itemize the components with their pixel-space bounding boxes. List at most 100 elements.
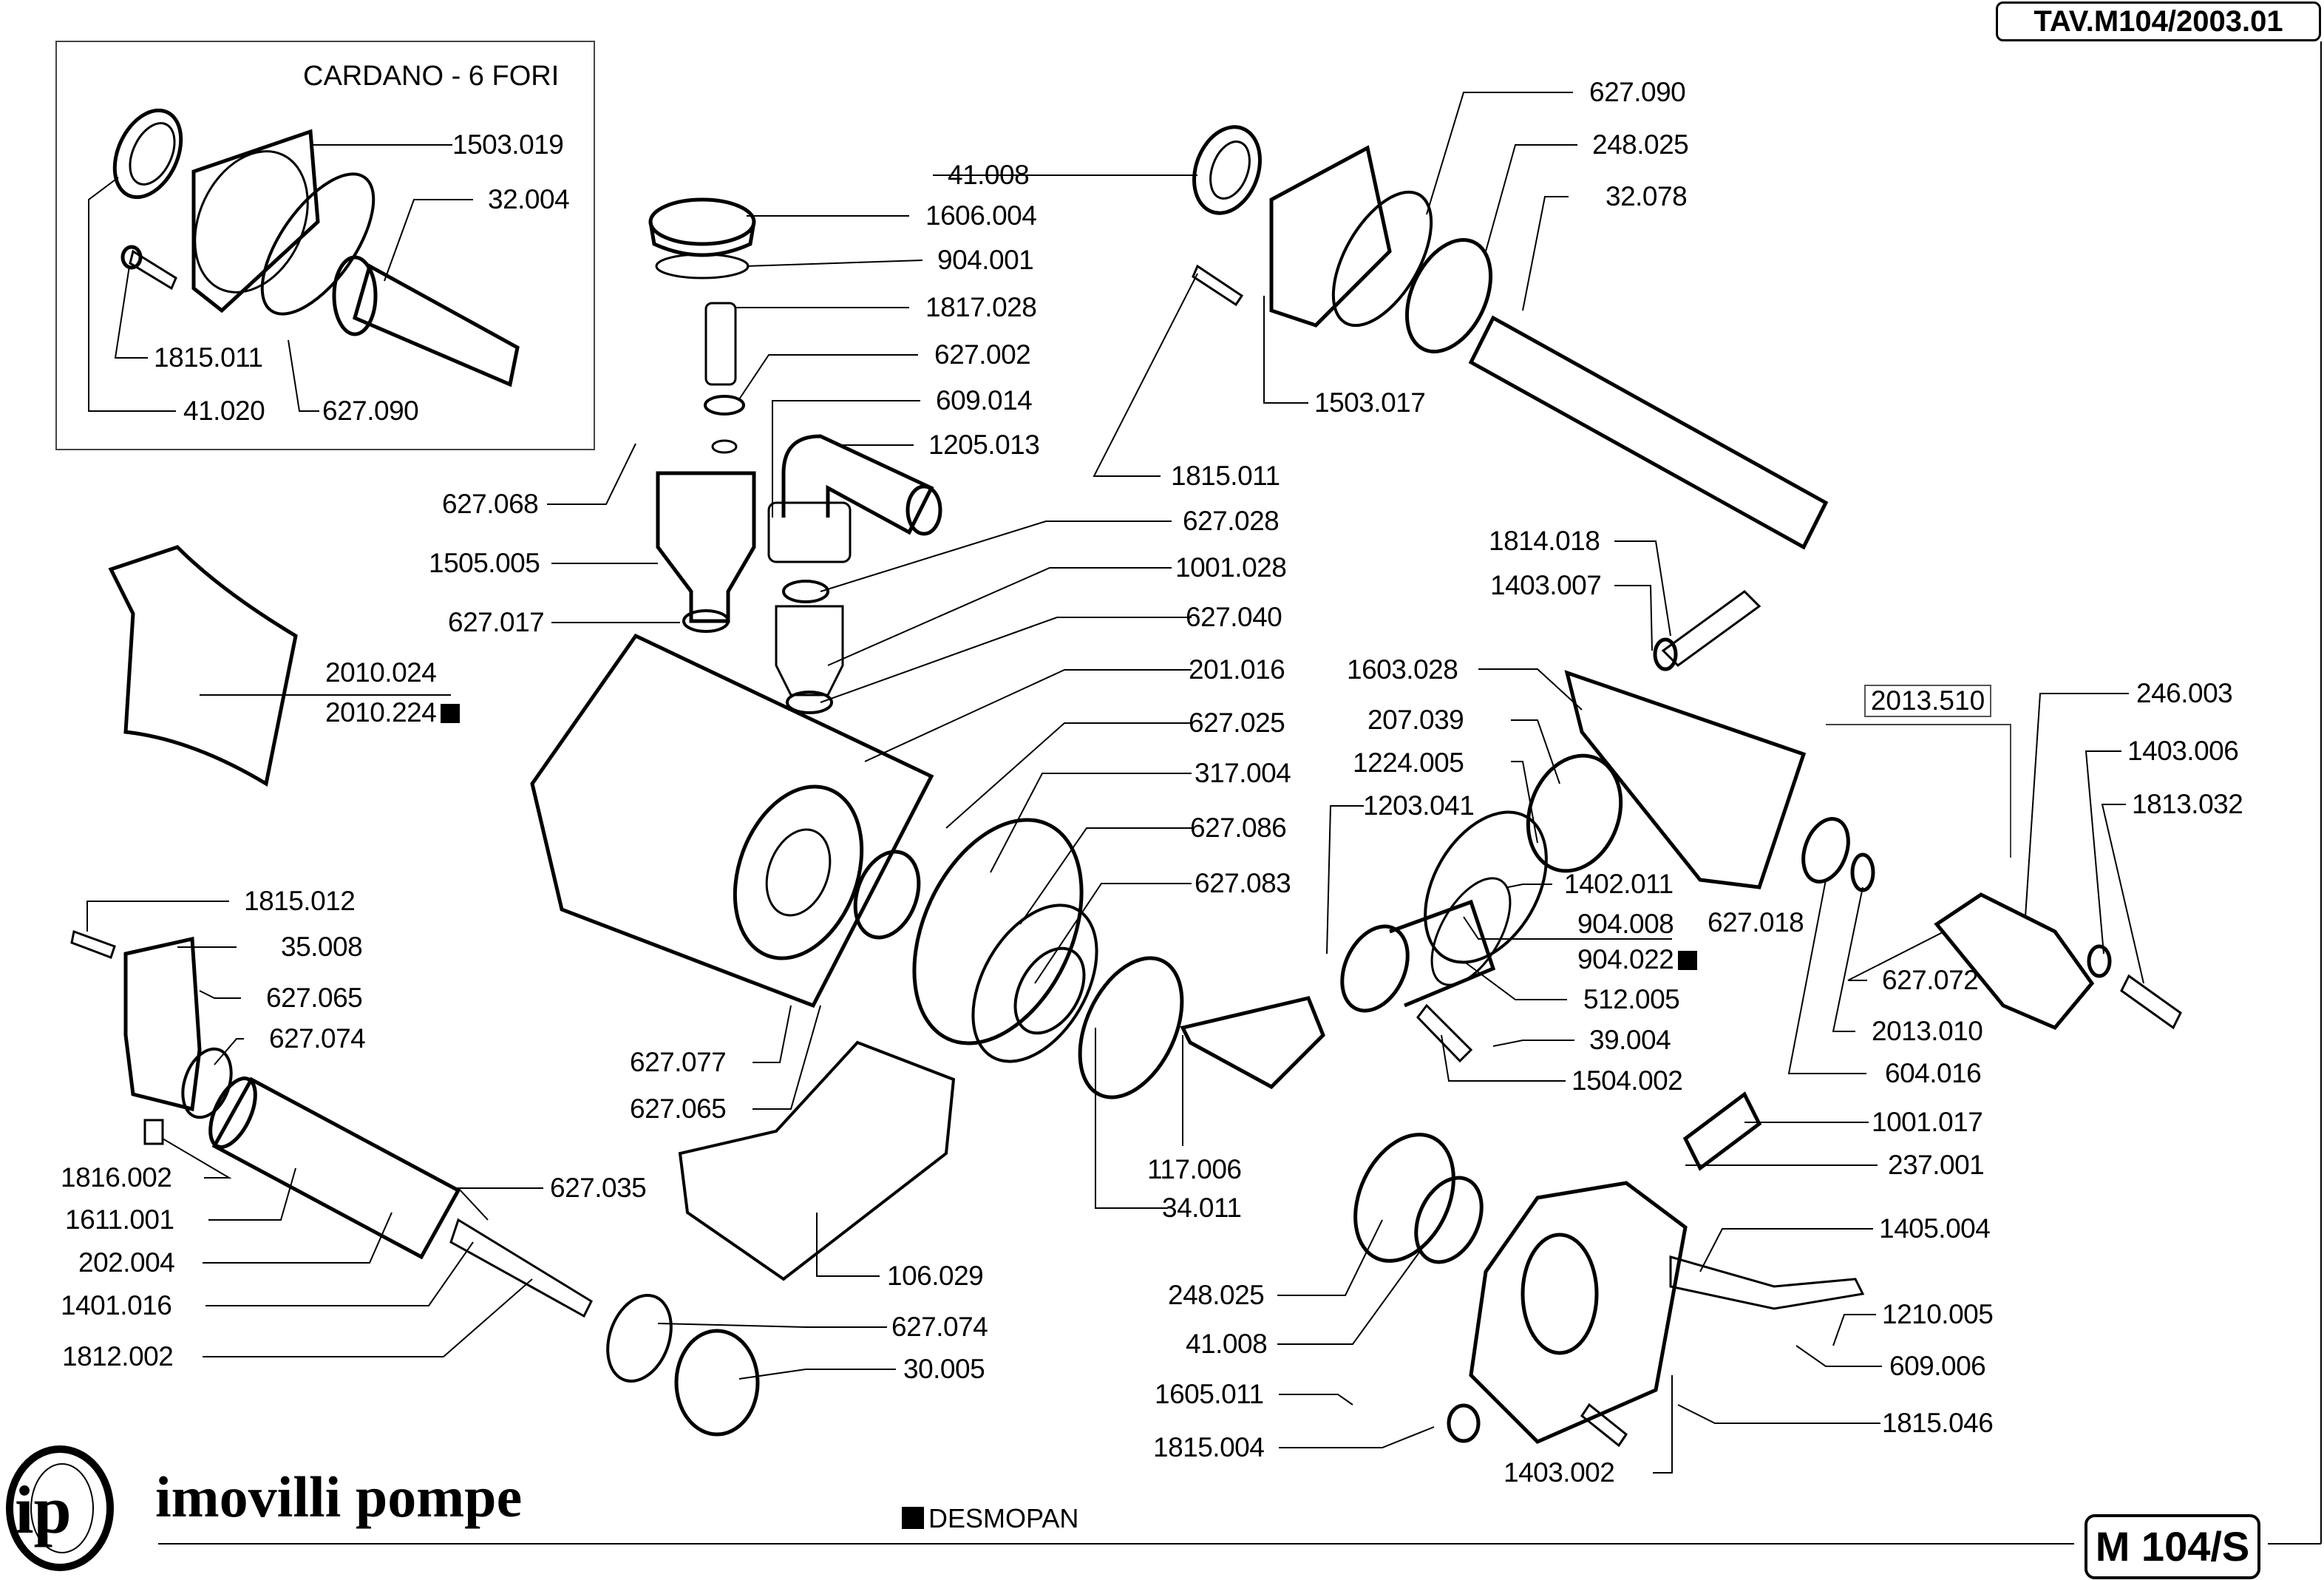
part-label[interactable]: 34.011 <box>1162 1193 1242 1223</box>
part-label[interactable]: 627.040 <box>1186 603 1282 632</box>
part-label[interactable]: 1504.002 <box>1572 1066 1683 1096</box>
part-number: 904.022 <box>1577 944 1674 974</box>
part-label[interactable]: 41.008 <box>948 160 1030 190</box>
inset-seal-41020 <box>112 108 183 200</box>
part-label[interactable]: 1815.004 <box>1153 1432 1265 1462</box>
part-label[interactable]: 39.004 <box>1589 1025 1671 1055</box>
part-label[interactable]: 1503.017 <box>1314 388 1426 418</box>
part-label[interactable]: 32.078 <box>1606 182 1688 211</box>
part-label[interactable]: 201.016 <box>1189 655 1285 685</box>
part-label[interactable]: 106.029 <box>887 1261 984 1291</box>
part-label[interactable]: 512.005 <box>1583 984 1680 1014</box>
part-label[interactable]: 207.039 <box>1367 705 1464 735</box>
part-label[interactable]: 627.028 <box>1183 506 1280 536</box>
part-label[interactable]: 1611.001 <box>65 1205 174 1235</box>
part-label[interactable]: 1815.012 <box>244 886 356 916</box>
part-number: 106.029 <box>887 1261 984 1291</box>
part-label[interactable]: 627.017 <box>448 608 545 637</box>
legend-text: DESMOPAN <box>928 1503 1079 1533</box>
leader-lines <box>86 92 2144 1474</box>
part-label[interactable]: 317.004 <box>1195 759 1291 788</box>
part-label[interactable]: 627.025 <box>1189 708 1285 738</box>
part-number: 1815.012 <box>244 886 356 916</box>
inset-flange-1503019 <box>191 129 320 313</box>
part-label[interactable]: 32.004 <box>488 184 570 214</box>
part-label[interactable]: 627.074 <box>269 1024 366 1054</box>
part-label[interactable]: 904.022 <box>1577 944 1698 974</box>
part-label[interactable]: 1603.028 <box>1347 655 1458 685</box>
part-label[interactable]: 41.008 <box>1186 1329 1268 1359</box>
part-label[interactable]: 1203.041 <box>1363 791 1475 821</box>
part-number: 1815.004 <box>1153 1432 1265 1462</box>
part-label[interactable]: 41.020 <box>183 396 265 426</box>
part-label[interactable]: 2010.224 <box>325 698 461 728</box>
part-label[interactable]: 1403.006 <box>2127 736 2239 766</box>
part-label[interactable]: 1814.018 <box>1489 526 1600 556</box>
part-label[interactable]: 248.025 <box>1168 1280 1265 1310</box>
material-legend: DESMOPAN <box>902 1503 1078 1534</box>
part-label[interactable]: 627.090 <box>322 396 419 426</box>
part-label[interactable]: 627.018 <box>1708 908 1804 938</box>
spring-512005 <box>1430 877 1512 986</box>
part-label[interactable]: 1817.028 <box>925 293 1037 322</box>
part-label[interactable]: 202.004 <box>78 1248 175 1278</box>
seal-41008a <box>1192 125 1262 215</box>
part-label[interactable]: 246.003 <box>2136 679 2233 708</box>
valve-2013010 <box>1850 852 1875 892</box>
part-label[interactable]: 627.002 <box>934 340 1031 370</box>
part-label[interactable]: 248.025 <box>1592 130 1689 160</box>
part-label[interactable]: 2013.010 <box>1872 1017 1983 1046</box>
part-label[interactable]: 904.001 <box>937 245 1034 275</box>
part-label[interactable]: 627.035 <box>550 1173 647 1203</box>
part-label[interactable]: 627.068 <box>442 489 539 519</box>
brand-name: imovilli pompe <box>155 1465 523 1529</box>
part-label[interactable]: 904.008 <box>1577 909 1674 939</box>
bolt-1815004 <box>1580 1403 1628 1448</box>
part-label[interactable]: 627.086 <box>1190 813 1287 843</box>
part-label[interactable]: 627.077 <box>630 1048 727 1077</box>
part-label[interactable]: 1001.017 <box>1872 1108 1983 1137</box>
part-label[interactable]: 1205.013 <box>928 430 1040 460</box>
part-label[interactable]: 1606.004 <box>925 201 1037 231</box>
part-label[interactable]: 1505.005 <box>429 549 540 578</box>
part-label[interactable]: 117.006 <box>1147 1155 1242 1184</box>
part-label[interactable]: 1503.019 <box>452 129 564 160</box>
part-label[interactable]: 1001.028 <box>1175 553 1287 583</box>
part-label[interactable]: 1402.011 <box>1564 869 1674 899</box>
part-label[interactable]: 627.090 <box>1589 78 1686 107</box>
part-label[interactable]: 1812.002 <box>62 1342 174 1372</box>
part-label[interactable]: 1605.011 <box>1155 1380 1264 1409</box>
fitting-1001017 <box>1682 1091 1762 1171</box>
part-number: 627.068 <box>442 489 539 519</box>
part-label[interactable]: 1403.002 <box>1504 1458 1615 1488</box>
shaft-32078 <box>1468 315 1829 550</box>
part-label[interactable]: 1405.004 <box>1879 1214 1991 1244</box>
part-label[interactable]: 1815.011 <box>154 342 263 373</box>
part-label[interactable]: 627.072 <box>1882 966 1979 995</box>
part-label[interactable]: 237.001 <box>1888 1150 1985 1180</box>
part-number: 248.025 <box>1168 1280 1265 1310</box>
part-label[interactable]: 609.014 <box>936 386 1033 416</box>
part-label[interactable]: 627.065 <box>266 983 363 1013</box>
part-label[interactable]: 30.005 <box>903 1354 985 1384</box>
part-label[interactable]: 1210.005 <box>1882 1300 1994 1329</box>
part-label[interactable]: 1815.046 <box>1882 1408 1994 1438</box>
part-number: 1224.005 <box>1353 747 1464 778</box>
part-label[interactable]: 627.065 <box>630 1094 727 1124</box>
part-number: 512.005 <box>1583 984 1680 1014</box>
part-label[interactable]: 1816.002 <box>61 1163 172 1193</box>
part-number: 627.028 <box>1183 506 1280 536</box>
part-label[interactable]: 2010.024 <box>325 658 437 688</box>
logo-text: ip <box>15 1472 72 1547</box>
part-label[interactable]: 35.008 <box>281 932 363 962</box>
part-label[interactable]: 1813.032 <box>2132 790 2243 819</box>
part-label[interactable]: 627.074 <box>891 1312 988 1342</box>
part-label[interactable]: 627.083 <box>1195 869 1291 898</box>
part-label[interactable]: 609.006 <box>1889 1352 1986 1381</box>
part-label[interactable]: 1815.011 <box>1171 461 1280 491</box>
part-label[interactable]: 1224.005 <box>1353 748 1464 778</box>
part-label[interactable]: 604.016 <box>1885 1059 1982 1088</box>
part-label[interactable]: 1403.007 <box>1490 571 1602 600</box>
part-label[interactable]: 1401.016 <box>61 1291 172 1320</box>
